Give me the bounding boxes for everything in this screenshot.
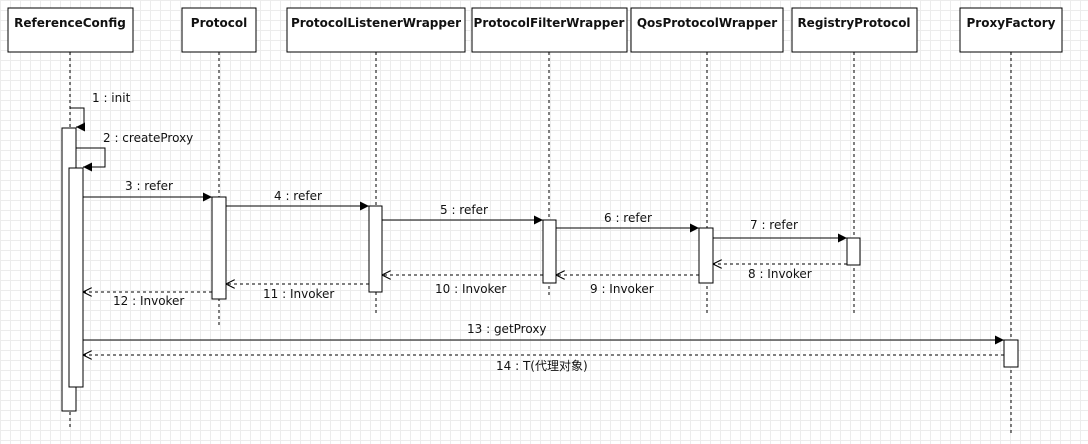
messages: 1 : init 2 : createProxy 3 : refer 4 : r… bbox=[70, 91, 1004, 373]
message-label: 12 : Invoker bbox=[113, 294, 184, 308]
activation-protocol-filter-wrapper bbox=[542, 219, 557, 284]
message-5: 5 : refer bbox=[382, 203, 543, 225]
participant-protocol[interactable]: Protocol bbox=[181, 7, 257, 53]
message-6: 6 : refer bbox=[556, 211, 699, 233]
participant-label: QosProtocolWrapper bbox=[637, 16, 777, 30]
participant-reference-config[interactable]: ReferenceConfig bbox=[7, 7, 134, 53]
activation-protocol-listener-wrapper bbox=[368, 205, 383, 293]
message-1: 1 : init bbox=[70, 91, 131, 132]
message-label: 10 : Invoker bbox=[435, 282, 506, 296]
participant-label: ProxyFactory bbox=[967, 16, 1056, 30]
message-arrow bbox=[70, 107, 85, 132]
message-label: 7 : refer bbox=[750, 218, 798, 232]
participant-protocol-filter-wrapper[interactable]: ProtocolFilterWrapper bbox=[471, 7, 628, 53]
message-14: 14 : T(代理对象) bbox=[83, 355, 1004, 373]
participant-proxy-factory[interactable]: ProxyFactory bbox=[959, 7, 1063, 53]
participant-label: ReferenceConfig bbox=[14, 16, 126, 30]
message-12: 12 : Invoker bbox=[83, 292, 212, 308]
lifelines bbox=[69, 52, 1012, 434]
message-13: 13 : getProxy bbox=[83, 322, 1004, 345]
message-label: 2 : createProxy bbox=[103, 131, 193, 145]
activation-registry-protocol bbox=[846, 237, 861, 266]
message-3: 3 : refer bbox=[83, 179, 212, 202]
message-label: 5 : refer bbox=[440, 203, 488, 217]
participants: ReferenceConfig Protocol ProtocolListene… bbox=[7, 7, 1063, 53]
participant-label: Protocol bbox=[191, 16, 247, 30]
message-label: 3 : refer bbox=[125, 179, 173, 193]
participant-label: ProtocolFilterWrapper bbox=[474, 16, 625, 30]
message-8: 8 : Invoker bbox=[713, 264, 847, 281]
message-9: 9 : Invoker bbox=[556, 275, 699, 296]
message-11: 11 : Invoker bbox=[226, 284, 369, 301]
message-10: 10 : Invoker bbox=[382, 275, 543, 296]
participant-label: ProtocolListenerWrapper bbox=[291, 16, 461, 30]
participant-registry-protocol[interactable]: RegistryProtocol bbox=[791, 7, 918, 53]
message-7: 7 : refer bbox=[713, 218, 847, 243]
activation-proxy-factory bbox=[1003, 339, 1019, 368]
message-2: 2 : createProxy bbox=[76, 131, 193, 172]
participant-label: RegistryProtocol bbox=[797, 16, 910, 30]
message-label: 6 : refer bbox=[604, 211, 652, 225]
message-label: 9 : Invoker bbox=[590, 282, 654, 296]
message-arrow bbox=[76, 147, 106, 172]
message-label: 14 : T(代理对象) bbox=[496, 359, 588, 373]
participant-protocol-listener-wrapper[interactable]: ProtocolListenerWrapper bbox=[286, 7, 466, 53]
message-4: 4 : refer bbox=[226, 189, 369, 211]
activation-qos-protocol-wrapper bbox=[698, 227, 714, 284]
message-label: 11 : Invoker bbox=[263, 287, 334, 301]
message-label: 8 : Invoker bbox=[748, 267, 812, 281]
message-label: 13 : getProxy bbox=[467, 322, 547, 336]
message-label: 4 : refer bbox=[274, 189, 322, 203]
activation-bars bbox=[61, 127, 1019, 412]
activation-protocol bbox=[211, 196, 227, 300]
activation-reference-config-inner bbox=[68, 167, 84, 388]
participant-qos-protocol-wrapper[interactable]: QosProtocolWrapper bbox=[630, 7, 784, 53]
message-label: 1 : init bbox=[92, 91, 131, 105]
